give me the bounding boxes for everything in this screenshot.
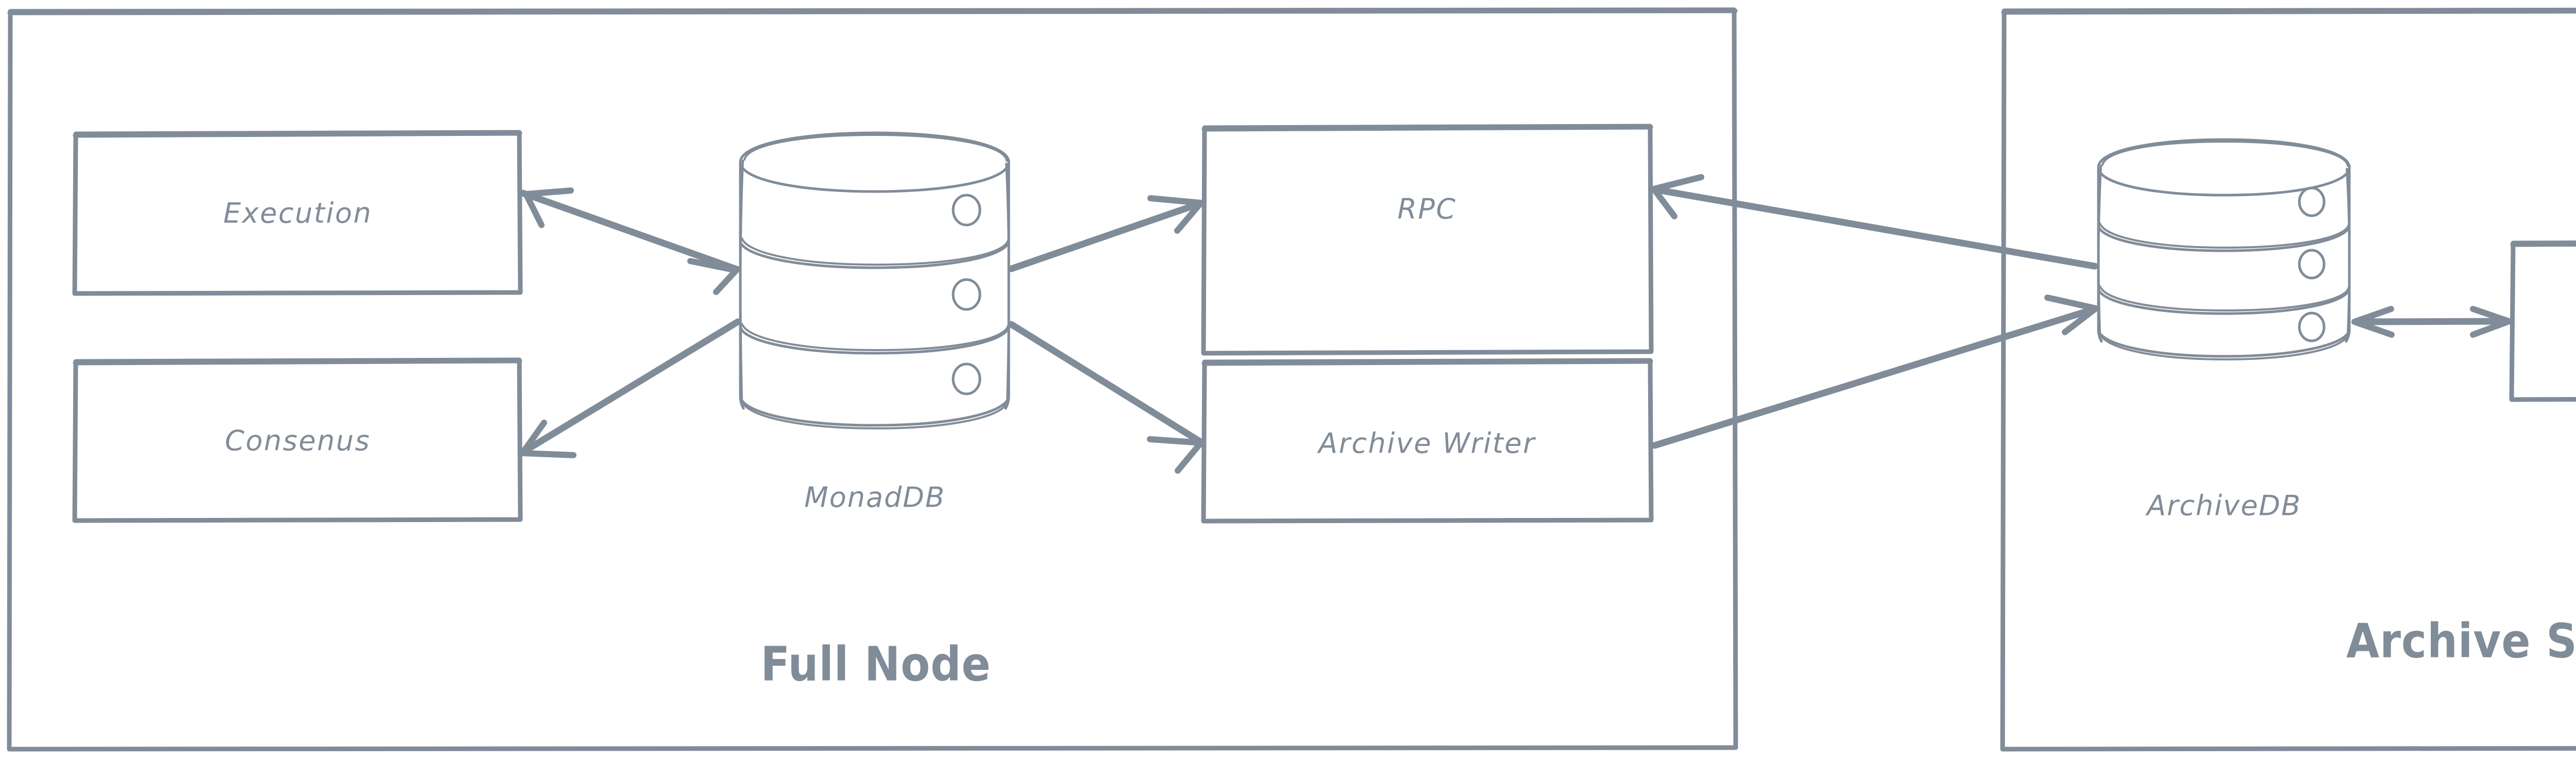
node-archivedb-shape [2097,138,2351,360]
node-indexer-shape [2509,240,2576,402]
edge-archivedb-rpc [1651,174,2098,270]
node-archive-writer-shape [1201,358,1654,524]
edge-monaddb-rpc [1008,195,1204,272]
node-indexer[interactable] [2512,241,2576,400]
edge-archivedb-indexer [2351,306,2512,338]
node-monaddb-shape [739,131,1010,429]
edge-archive-writer-archivedb [1651,295,2099,449]
node-consensus-shape [72,357,523,523]
edge-execution-monaddb [519,187,740,295]
node-archivedb[interactable] [2097,136,2350,360]
node-execution-shape [72,130,523,296]
edge-monaddb-consensus [519,318,741,458]
node-rpc[interactable] [1204,126,1652,354]
panel-archive-server-border [2000,7,2576,752]
node-execution[interactable] [75,132,521,294]
node-archive-writer[interactable] [1204,360,1652,522]
panel-full-node-border [7,7,1738,752]
node-monaddb[interactable] [739,131,1010,430]
node-rpc-shape [1201,124,1654,356]
edge-monaddb-archive-writer [1008,321,1204,474]
node-consensus[interactable] [75,360,521,521]
